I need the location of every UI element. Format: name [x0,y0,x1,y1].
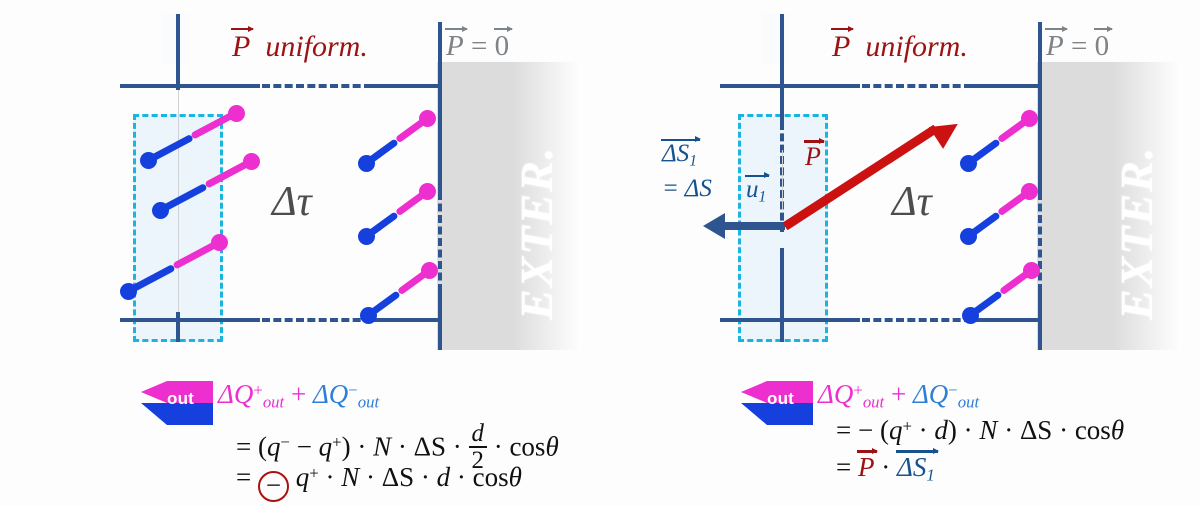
top-boundary-left-dashed [262,84,372,88]
interior-hairline-right [782,150,783,210]
top-boundary-left-solid-a [120,84,260,88]
dipole-positive-charge [211,233,229,251]
zero-vector-glyph-left: 0 [493,25,513,63]
top-boundary-right-solid-a [720,84,860,88]
zero-vector-glyph-right: 0 [1093,25,1113,63]
bottom-boundary-right-dashed [862,318,972,322]
equation-line3-right: = P · ΔS1 [836,447,939,486]
dipole-positive-charge [418,109,436,127]
interior-vertical-line-left-lower [176,312,180,342]
dipole-negative-charge [959,227,977,245]
dipole-negative-charge [961,306,979,324]
dipole-group-left [119,104,438,324]
right-edge-right-panel-dashed [1038,192,1042,292]
volume-label-right: Δτ [892,179,932,225]
delta-s1-equals-label: = ΔS [662,175,712,202]
dipole-negative-charge [151,201,169,219]
plus-sign-right: + [890,379,907,409]
out-arrow-top-half-right [741,381,813,403]
p-zero-p-glyph-left: P [445,25,468,63]
dipole-negative-charge [357,154,375,172]
dipole-positive-charge [1020,182,1038,200]
left-panel: EXTER. P uniform. P = 0 Δτ [119,14,582,502]
p-zero-equals-right: = [1070,30,1088,62]
top-boundary-right-dashed [862,84,972,88]
bottom-boundary-left-solid-b [372,318,442,322]
p-zero-label-left: P = 0 [445,25,513,63]
equation-line3-left: = − q+ · N · ΔS · d · cosθ [236,462,522,502]
right-panel: EXTER. P uniform. P = 0 Δτ [600,0,1200,506]
u1-label: u1 [745,171,771,206]
out-arrow-text-left: out [167,389,195,408]
p-zero-equals-left: = [470,30,488,62]
p-vector-glyph-left: P [231,25,255,64]
delta-s1-vector-glyph: ΔS1 [661,135,701,170]
p-uniform-label-right: P uniform. [831,25,968,64]
p-zero-p-glyph-right: P [1045,25,1068,63]
p-vector-glyph-right: P [831,25,855,64]
dipole-negative-charge [357,227,375,245]
equation-line1-left: ΔQ+out + ΔQ−out [218,379,380,412]
right-edge-right-panel-top [1038,22,1042,192]
u1-vector-glyph: u1 [745,171,771,206]
dq-plus-symbol-left: ΔQ [218,379,254,409]
dipole-group-right [600,0,1200,506]
out-arrow-badge-left: out [141,381,213,425]
exterior-region-right [1037,62,1182,350]
out-arrow-top-half-left [141,381,213,403]
dipole-negative-charge [359,306,377,324]
circled-minus-left: − [257,470,289,502]
out-arrow-badge-right: out [741,381,813,425]
top-boundary-left-solid-b [372,84,442,88]
dipole-negative-charge [119,282,137,300]
right-edge-left-panel-dashed [438,192,442,292]
p-vector-arrow-glyph: P [804,137,825,172]
dq-minus-symbol-right: ΔQ [912,379,949,409]
exterior-region-left [437,62,582,350]
p-vector-label-right: P [804,137,825,172]
dipole-positive-charge [243,152,261,170]
bottom-boundary-left-dashed [262,318,372,322]
dipole-negative-charge [959,154,977,172]
dipole-positive-charge [420,261,438,279]
dq-plus-symbol-right: ΔQ [818,379,854,409]
u1-arrow-head [703,213,725,239]
u1-arrow-shaft [725,222,785,230]
delta-s1-eq-glyph: ΔS1 [895,447,939,486]
p-vector-eq-glyph: P [856,447,878,483]
p-uniform-label-left: P uniform. [231,25,368,64]
bottom-boundary-right-solid-b [972,318,1042,322]
interior-vertical-right-bottom [780,248,784,342]
interior-vertical-line-left [176,14,180,90]
delta-s1-label: ΔS1 [661,135,701,170]
dipole-positive-charge [1022,261,1040,279]
dq-minus-symbol-left: ΔQ [312,379,349,409]
top-boundary-right-solid-b [972,84,1042,88]
p-zero-label-right: P = 0 [1045,25,1113,63]
volume-label-left: Δτ [272,179,312,225]
bottom-boundary-left-solid-a [120,318,260,322]
top-faint-band-left [162,14,188,64]
equation-line2-right: = − (q+ · d) · N · ΔS · cosθ [836,415,1125,445]
dipole-positive-charge [1020,109,1038,127]
out-arrow-text-right: out [767,389,795,408]
dipole-negative-charge [139,151,157,169]
dipole-positive-charge [418,182,436,200]
dipole-positive-charge [227,104,245,122]
equation-line1-right: ΔQ+out + ΔQ−out [818,379,980,412]
right-edge-left-panel-top [438,22,442,192]
right-edge-right-panel-bottom [1038,292,1042,350]
interior-vertical-right-top [780,14,784,122]
plus-sign-left: + [290,379,307,409]
right-edge-left-panel-bottom [438,292,442,350]
bottom-boundary-right-solid-a [720,318,860,322]
